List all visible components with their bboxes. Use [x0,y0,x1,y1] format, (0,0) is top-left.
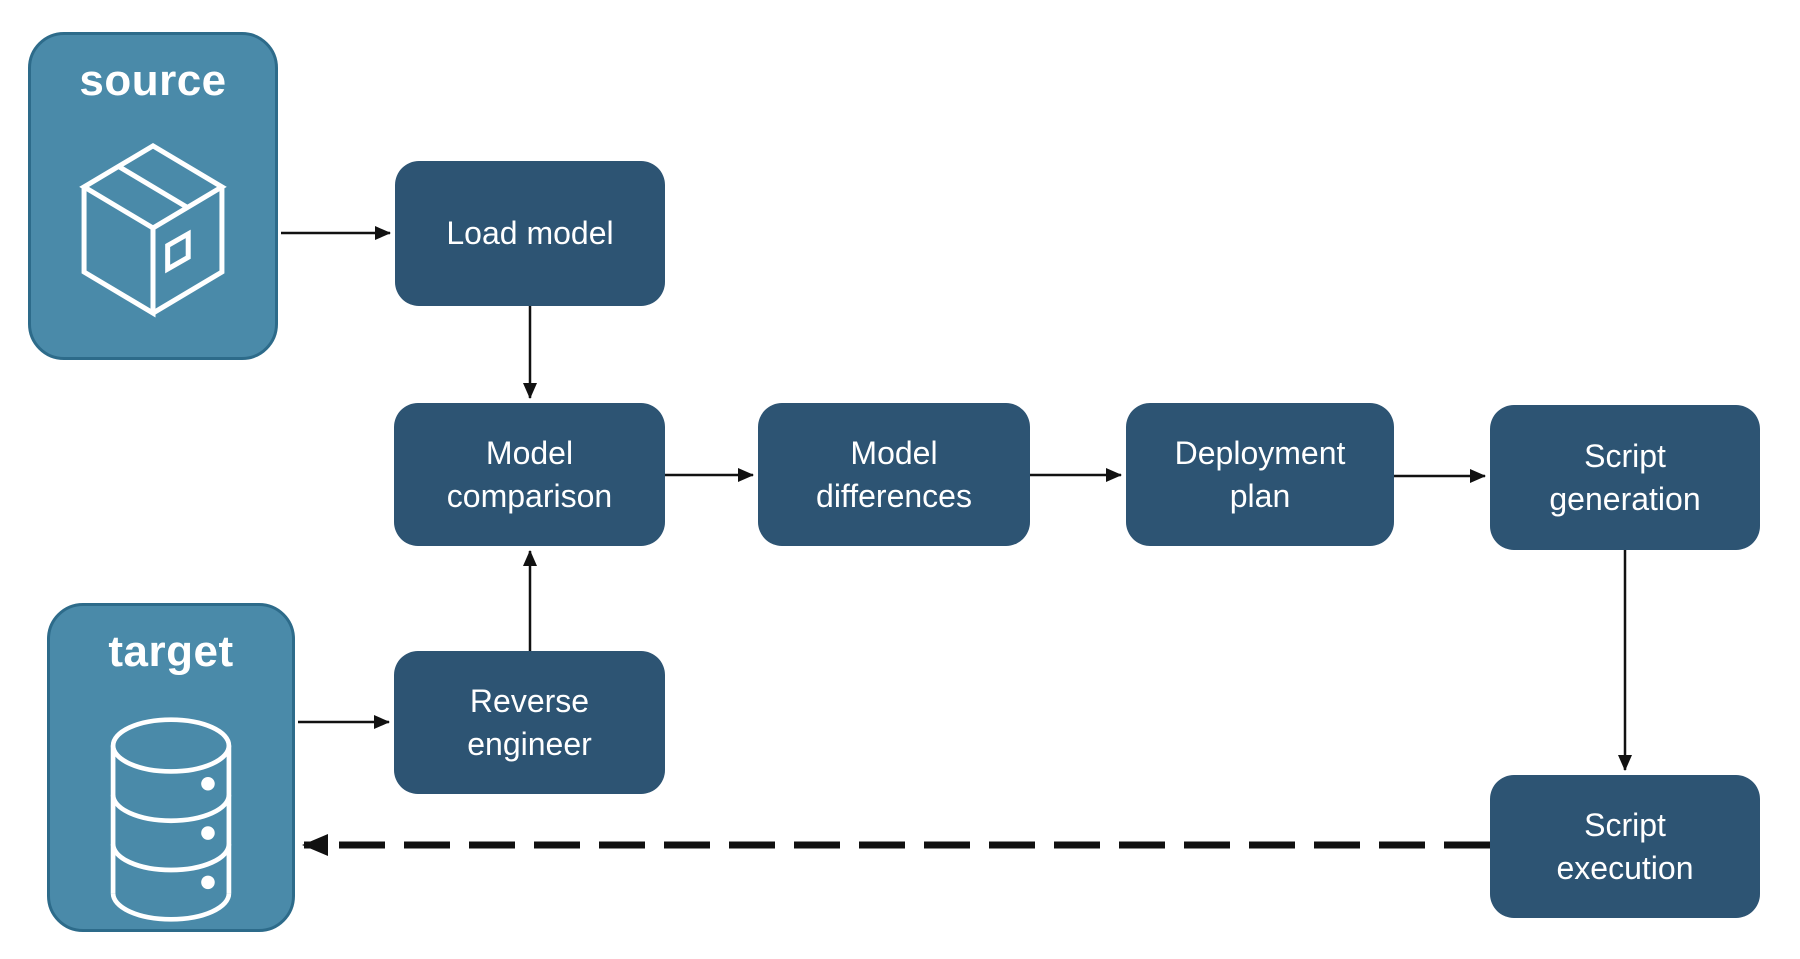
node-script-execution-label: Script execution [1556,807,1694,886]
node-load-model: Load model [395,161,665,306]
node-model-comparison-label: Model comparison [446,435,613,514]
node-load-model-label: Load model [446,215,614,252]
entity-source: source [28,32,278,360]
node-model-comparison: Model comparison [394,403,665,546]
node-script-generation: Script generation [1490,405,1760,550]
entity-source-label: source [79,56,227,105]
entity-target-label: target [108,627,234,676]
entity-target: target [47,603,295,932]
node-reverse-engineer-label: Reverse engineer [467,683,592,762]
package-icon [79,143,227,318]
node-deployment-plan: Deployment plan [1126,403,1394,546]
node-reverse-engineer: Reverse engineer [394,651,665,794]
node-model-differences-label: Model differences [816,435,972,514]
node-script-execution: Script execution [1490,775,1760,918]
database-icon [110,717,232,922]
node-script-generation-label: Script generation [1549,438,1701,517]
node-deployment-plan-label: Deployment plan [1174,435,1346,514]
node-model-differences: Model differences [758,403,1030,546]
